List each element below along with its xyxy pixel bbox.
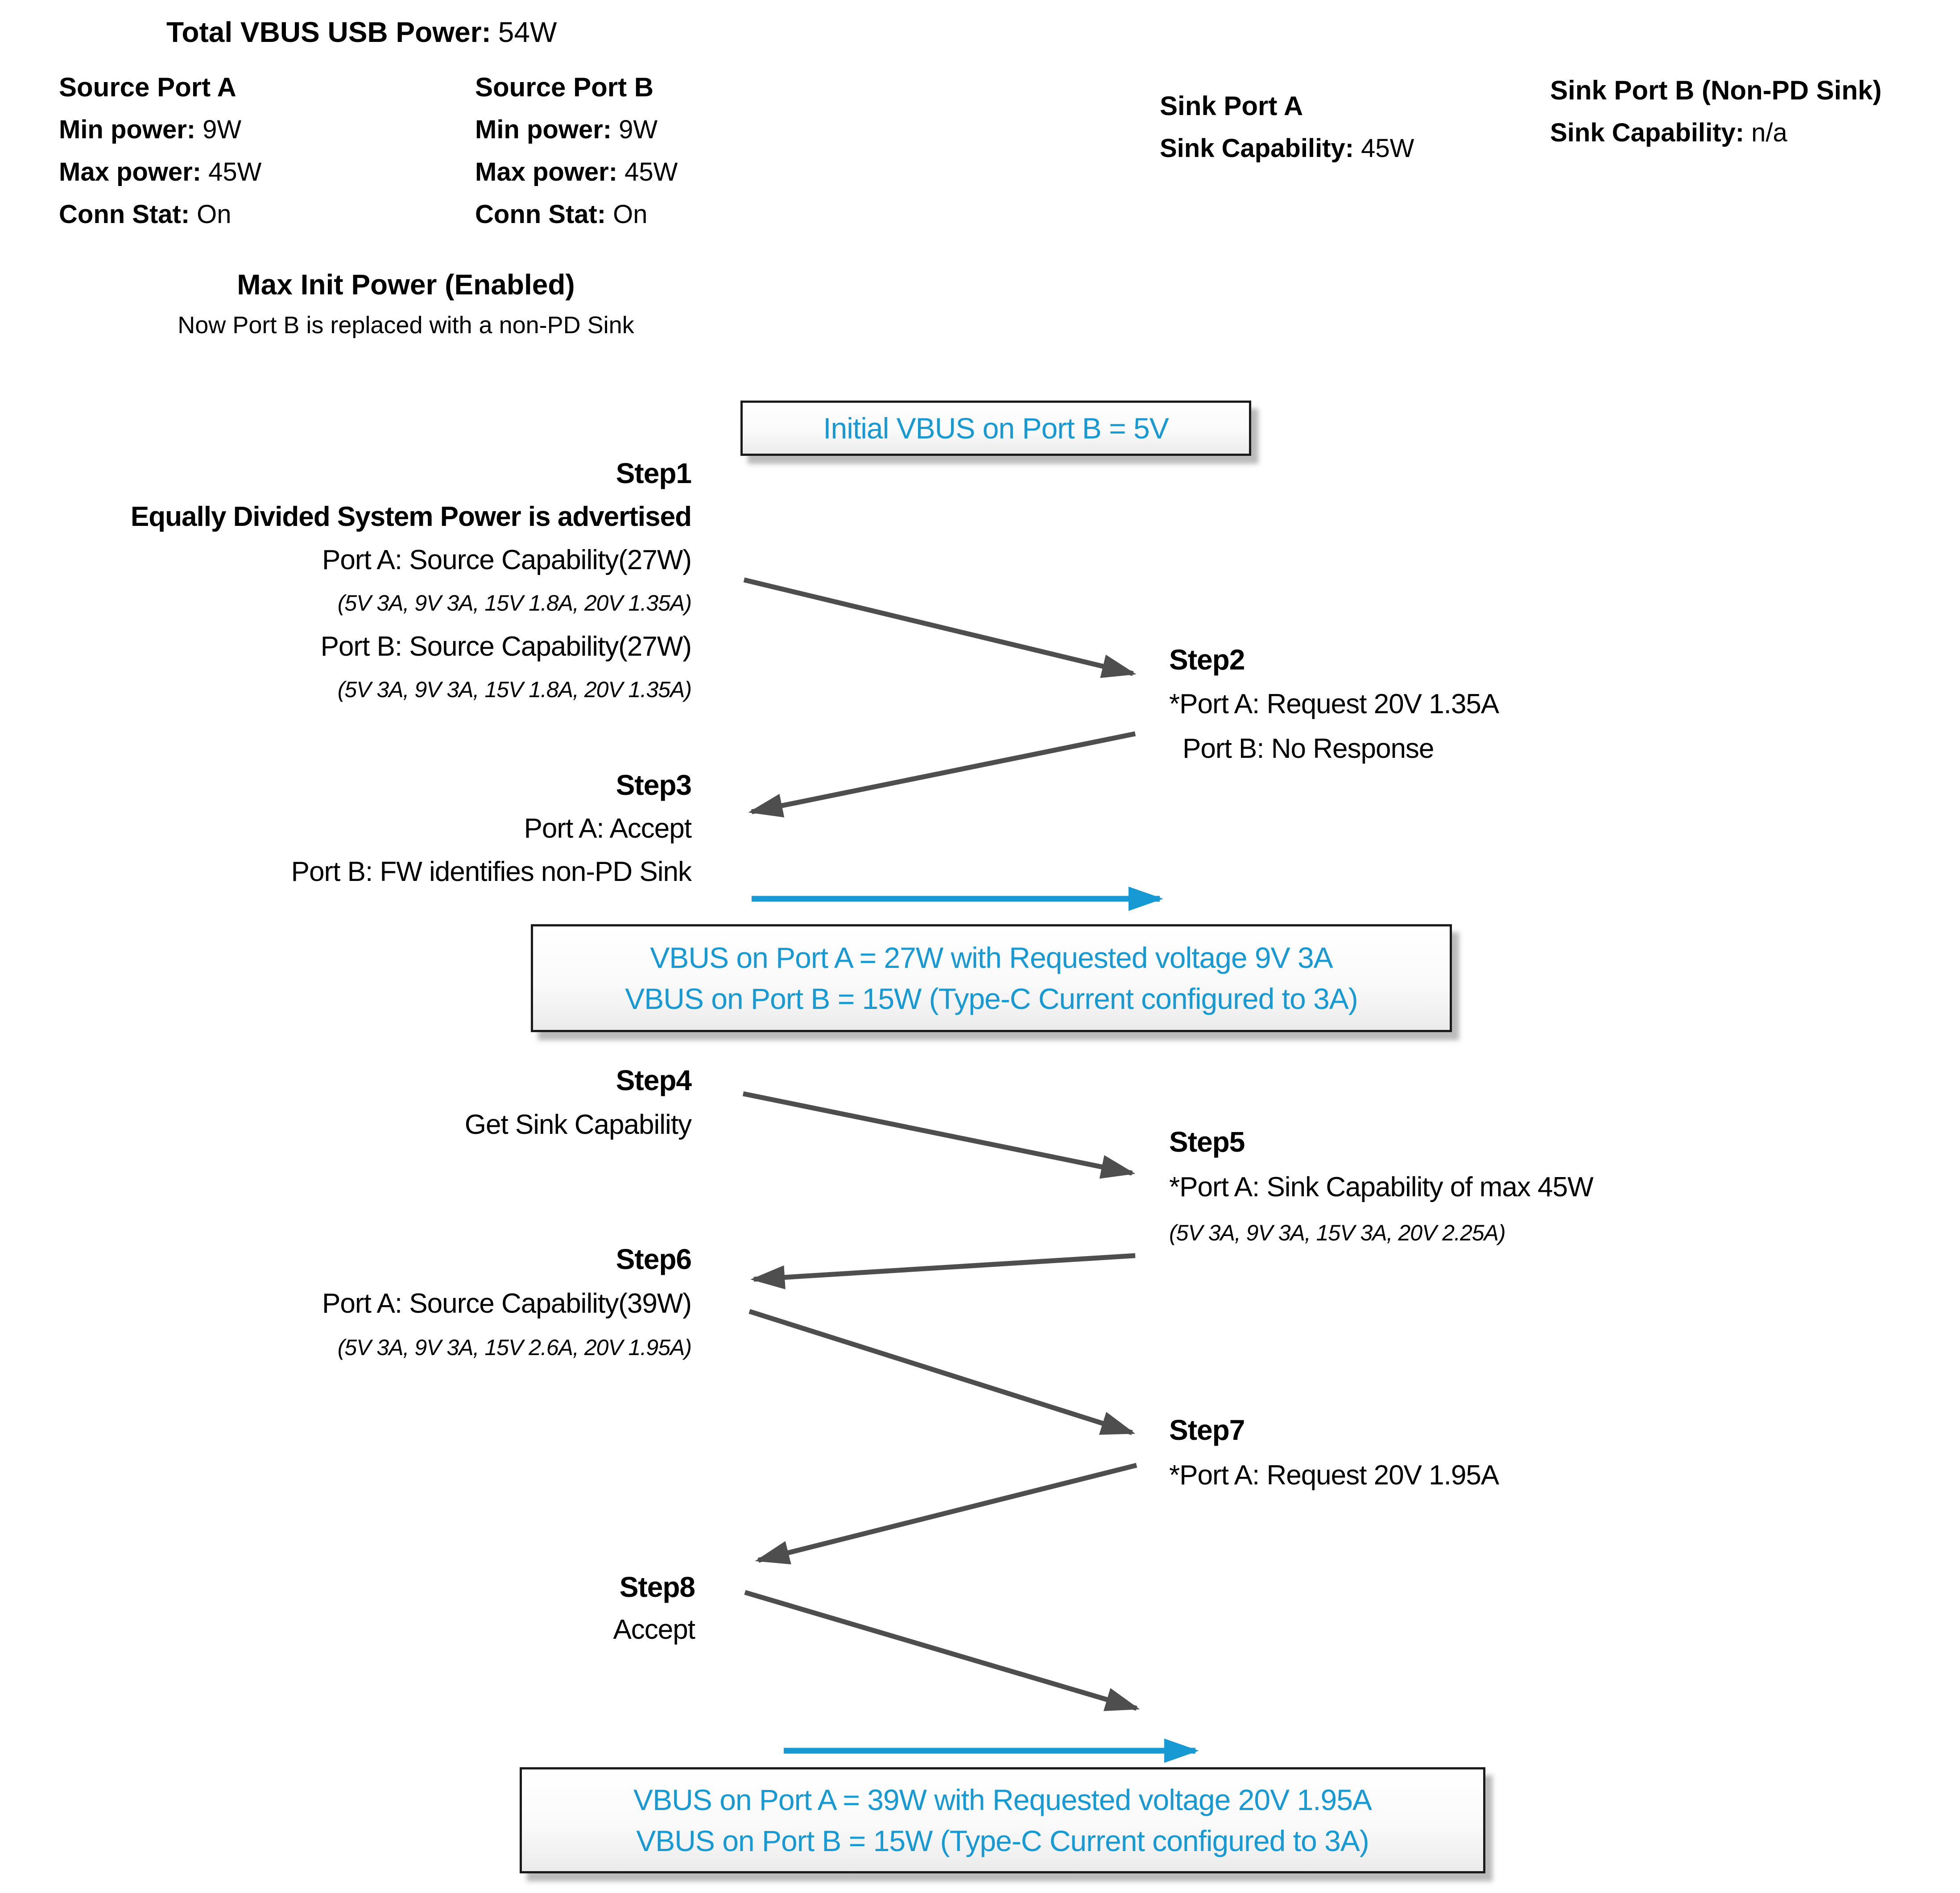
callout-line: VBUS on Port B = 15W (Type-C Current con… <box>625 982 1358 1015</box>
step4-line: Get Sink Capability <box>464 1109 692 1140</box>
step3-line: Port B: FW identifies non-PD Sink <box>291 856 692 887</box>
step6-line: Port A: Source Capability(39W) <box>322 1288 692 1319</box>
step1-line: (5V 3A, 9V 3A, 15V 1.8A, 20V 1.35A) <box>337 591 692 616</box>
page-title-label: Total VBUS USB Power: <box>166 16 491 48</box>
step6-line: (5V 3A, 9V 3A, 15V 2.6A, 20V 1.95A) <box>337 1335 692 1360</box>
step8-title: Step8 <box>619 1571 695 1603</box>
panel-title: Sink Port B (Non-PD Sink) <box>1550 75 1882 105</box>
step1-line: Port A: Source Capability(27W) <box>322 545 692 575</box>
final-vbus-callout: VBUS on Port A = 39W with Requested volt… <box>520 1767 1485 1873</box>
panel-title: Source Port B <box>475 72 654 102</box>
step2-title: Step2 <box>1169 644 1245 676</box>
callout-line: Initial VBUS on Port B = 5V <box>823 412 1169 445</box>
arrow-step2-to-step3-icon <box>748 731 1136 818</box>
port-row: Max power:45W <box>475 157 678 186</box>
arrow-step1-to-step2-icon <box>743 577 1137 678</box>
panel-title: Source Port A <box>59 72 236 102</box>
initial-vbus-callout: Initial VBUS on Port B = 5V <box>740 401 1251 456</box>
step3-title: Step3 <box>616 769 692 801</box>
step2-line: Port B: No Response <box>1183 733 1434 764</box>
arrow-step4-to-step5-icon <box>742 1091 1136 1179</box>
step1-block: Step1 Equally Divided System Power is ad… <box>0 452 692 711</box>
step5-block: Step5 *Port A: Sink Capability of max 45… <box>1169 1119 1594 1256</box>
step7-block: Step7 *Port A: Request 20V 1.95A <box>1169 1408 1499 1498</box>
step4-title: Step4 <box>616 1064 692 1096</box>
step6-title: Step6 <box>616 1243 692 1275</box>
source-port-a-panel: Source Port A Min power:9W Max power:45W… <box>59 66 261 236</box>
arrow-step6-to-step7-icon <box>748 1309 1136 1435</box>
callout-line: VBUS on Port A = 39W with Requested volt… <box>633 1783 1372 1816</box>
sink-port-a-panel: Sink Port A Sink Capability:45W <box>1160 85 1414 169</box>
arrow-step8-out-icon <box>744 1590 1140 1711</box>
step1-line: Equally Divided System Power is advertis… <box>130 501 692 532</box>
sink-port-b-panel: Sink Port B (Non-PD Sink) Sink Capabilit… <box>1550 69 1881 154</box>
page-title-value: 54W <box>498 16 557 48</box>
step5-title: Step5 <box>1169 1126 1245 1158</box>
port-row: Sink Capability:45W <box>1160 134 1414 163</box>
page-title: Total VBUS USB Power:54W <box>166 13 557 51</box>
port-row: Sink Capability:n/a <box>1550 118 1787 147</box>
step3-line: Port A: Accept <box>524 813 692 844</box>
port-row: Conn Stat:On <box>475 200 648 229</box>
port-row: Min power:9W <box>59 115 242 144</box>
step3-block: Step3 Port A: Accept Port B: FW identifi… <box>0 764 692 893</box>
step7-line: *Port A: Request 20V 1.95A <box>1169 1460 1499 1491</box>
scenario-header: Max Init Power (Enabled) Now Port B is r… <box>125 264 687 345</box>
panel-title: Sink Port A <box>1160 91 1303 121</box>
callout-line: VBUS on Port B = 15W (Type-C Current con… <box>636 1824 1369 1857</box>
callout-line: VBUS on Port A = 27W with Requested volt… <box>650 941 1333 974</box>
scenario-note: Now Port B is replaced with a non-PD Sin… <box>178 312 634 339</box>
step1-line: Port B: Source Capability(27W) <box>320 631 692 662</box>
port-row: Min power:9W <box>475 115 658 144</box>
step8-block: Step8 Accept <box>0 1566 695 1651</box>
step8-line: Accept <box>613 1614 695 1645</box>
mid-vbus-callout: VBUS on Port A = 27W with Requested volt… <box>531 924 1452 1032</box>
step4-block: Step4 Get Sink Capability <box>0 1058 692 1147</box>
step7-title: Step7 <box>1169 1414 1245 1446</box>
scenario-title: Max Init Power (Enabled) <box>237 269 575 301</box>
port-row: Max power:45W <box>59 157 262 186</box>
arrow-step5-to-step6-icon <box>750 1253 1136 1290</box>
step2-block: Step2 *Port A: Request 20V 1.35A Port B:… <box>1169 637 1499 771</box>
step6-block: Step6 Port A: Source Capability(39W) (5V… <box>0 1237 692 1370</box>
port-row: Conn Stat:On <box>59 200 232 229</box>
step1-line: (5V 3A, 9V 3A, 15V 1.8A, 20V 1.35A) <box>337 677 692 702</box>
step2-line: *Port A: Request 20V 1.35A <box>1169 689 1499 719</box>
step5-line: (5V 3A, 9V 3A, 15V 3A, 20V 2.25A) <box>1169 1220 1506 1245</box>
step1-title: Step1 <box>616 457 692 489</box>
source-port-b-panel: Source Port B Min power:9W Max power:45W… <box>475 66 678 236</box>
arrow-step7-to-step8-icon <box>755 1463 1137 1565</box>
step5-line: *Port A: Sink Capability of max 45W <box>1169 1172 1594 1203</box>
